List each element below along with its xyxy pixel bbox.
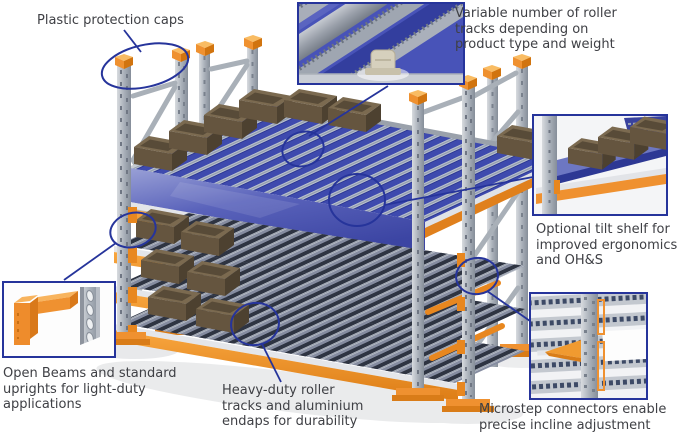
wheel-stop	[365, 49, 401, 75]
inset-microstep-connector	[529, 292, 648, 400]
label-heavy-duty: Heavy-duty roller tracks and aluminium e…	[222, 383, 364, 429]
front-uprights	[98, 35, 531, 412]
callout-line-microstep	[486, 290, 531, 322]
open-beam	[14, 291, 78, 345]
label-open-beams: Open Beams and standard uprights for lig…	[3, 366, 177, 412]
label-roller-tracks: Variable number of roller tracks dependi…	[455, 6, 617, 52]
label-tilt-shelf: Optional tilt shelf for improved ergonom…	[536, 222, 678, 268]
inset-tilt-shelf	[532, 114, 668, 216]
inset-roller-tracks-closeup	[297, 2, 465, 85]
callout-line-tilt	[383, 176, 534, 206]
callout-line-rollers	[308, 85, 389, 137]
ellipse-heavy-duty	[230, 301, 280, 347]
microstep-bracket	[545, 299, 605, 391]
callout-line-heavy	[261, 343, 282, 383]
ellipse-roller-tracks	[281, 130, 325, 168]
inset-open-beam-upright	[2, 281, 116, 358]
standard-upright	[80, 287, 100, 353]
label-plastic-caps: Plastic protection caps	[37, 13, 184, 28]
callout-line-caps	[123, 29, 142, 53]
label-microstep: Microstep connectors enable precise incl…	[479, 402, 667, 433]
ellipse-open-beam	[109, 211, 157, 249]
ellipse-protection-caps	[100, 42, 190, 90]
tilt-shelf-fascia	[130, 168, 425, 256]
callout-annotations	[63, 29, 534, 383]
ellipse-microstep	[455, 256, 499, 296]
ellipse-tilt-shelf	[328, 173, 386, 227]
callout-line-open-beams	[63, 242, 117, 281]
